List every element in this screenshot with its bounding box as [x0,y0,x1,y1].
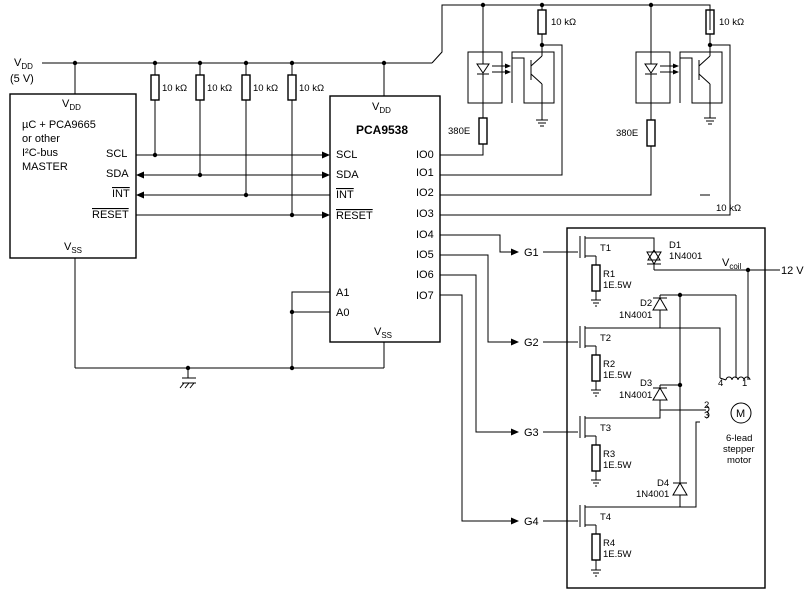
motor-symbol: M [736,408,745,420]
driver-board: G1 G2 G3 G4 [524,227,766,589]
chip-pin-io7: IO7 [416,290,434,302]
gate-label-g1: G1 [524,247,539,259]
transistor-t4: T4 [600,512,611,523]
transistor-t1: T1 [600,243,611,254]
opto2-led-resistor: 380E [616,128,638,139]
lead-4: 4 [718,378,723,389]
diode-d3-part: 1N4001 [619,390,652,401]
driver-stage-4: T4 R4 1E.5W [543,421,700,577]
vdd-supply: VDD (5 V) [10,2,711,96]
chip-name: PCA9538 [356,123,408,137]
lead-2: 2 [704,400,709,411]
chip-pin-io5: IO5 [416,249,434,261]
diode-d4-name: D4 [657,478,669,489]
diode-d2-part: 1N4001 [619,310,652,321]
chip-pin-a0: A0 [336,307,349,319]
pullup-value-3: 10 kΩ [253,83,278,94]
motor-label-line-1: 6-lead [726,433,752,444]
master-pin-int: INT [112,188,130,200]
transistor-t3: T3 [600,423,611,434]
diode-d1-name: D1 [669,240,681,251]
opto-sensor-1: 10 kΩ 380E [440,5,576,176]
chip-pin-a1: A1 [336,287,349,299]
motor-label-line-2: stepper [723,444,755,455]
chip-pin-io6: IO6 [416,269,434,281]
vcoil-label: Vcoil [722,257,742,271]
stepper-motor: 4 1 2 3 M 6-lead stepper motor [700,376,755,466]
pullup-value-1: 10 kΩ [162,83,187,94]
svg-text:VDD: VDD [14,57,33,71]
gate-label-g2: G2 [524,337,539,349]
driver-stage-1: T1 R1 1E.5W [543,236,655,307]
master-pin-reset: RESET [92,209,129,221]
master-vdd-label: VDD [62,98,81,112]
resistor-r3-value: 1E.5W [603,460,632,471]
resistor-r4-name: R4 [603,538,615,549]
i2c-bus-lines [136,151,330,219]
gate-label-g3: G3 [524,427,539,439]
lead-1: 1 [742,378,747,389]
master-vss-label: VSS [64,241,82,255]
driver-stage-2: T2 R2 1E.5W [543,326,721,397]
resistor-r1-name: R1 [603,269,615,280]
resistor-r2-name: R2 [603,359,615,370]
gate-label-g4: G4 [524,516,539,528]
opto1-led-resistor: 380E [448,126,470,137]
resistor-r3-name: R3 [603,449,615,460]
lead-3: 3 [704,410,709,421]
diode-d2-name: D2 [640,298,652,309]
chip-pin-sda: SDA [336,169,359,181]
resistor-r4-value: 1E.5W [603,549,632,560]
transistor-t2: T2 [600,333,611,344]
chip-pin-int: INT [336,189,354,201]
master-pin-sda: SDA [106,168,129,180]
io3-pullup-value: 10 kΩ [716,203,741,214]
master-title-line-2: or other [22,133,60,145]
master-controller: VDD µC + PCA9665 or other I²C-bus MASTER… [9,93,137,259]
opto2-pullup-value: 10 kΩ [719,17,744,28]
pullup-value-4: 10 kΩ [299,83,324,94]
opto-sensor-2: 10 kΩ 380E 10 kΩ [440,5,744,216]
master-title-line-3: I²C-bus [22,147,59,159]
gate-routing [440,234,519,525]
pca9538-chip: VDD PCA9538 SCL SDA INT RESET A1 A0 IO0 … [329,95,441,343]
pullup-resistors: 10 kΩ 10 kΩ 10 kΩ 10 kΩ [150,63,324,218]
motor-label-line-3: motor [727,455,751,466]
chip-pin-io2: IO2 [416,187,434,199]
chip-pin-io3: IO3 [416,208,434,220]
ground-network [74,258,385,389]
coil-voltage: 12 V [781,265,804,277]
chip-pin-io4: IO4 [416,229,434,241]
svg-text:(5 V): (5 V) [10,73,34,85]
chip-pin-reset: RESET [336,210,373,222]
master-title-line-4: MASTER [22,161,68,173]
master-title-line-1: µC + PCA9665 [22,119,96,131]
opto1-pullup-value: 10 kΩ [551,17,576,28]
chip-vdd-label: VDD [372,101,391,115]
diode-d3-name: D3 [640,378,652,389]
motor-symbol-circle [730,402,752,424]
resistor-r2-value: 1E.5W [603,370,632,381]
chip-vss-label: VSS [374,326,392,340]
master-pin-scl: SCL [106,148,127,160]
pullup-value-2: 10 kΩ [207,83,232,94]
diode-network: D1 1N4001 Vcoil 12 V D2 1N4001 D3 1N4001… [619,240,804,502]
diode-d1-part: 1N4001 [669,251,702,262]
chip-pin-io1: IO1 [416,167,434,179]
chip-pin-io0: IO0 [416,149,434,161]
chip-pin-scl: SCL [336,149,357,161]
diode-d4-part: 1N4001 [636,489,669,500]
resistor-r1-value: 1E.5W [603,280,632,291]
